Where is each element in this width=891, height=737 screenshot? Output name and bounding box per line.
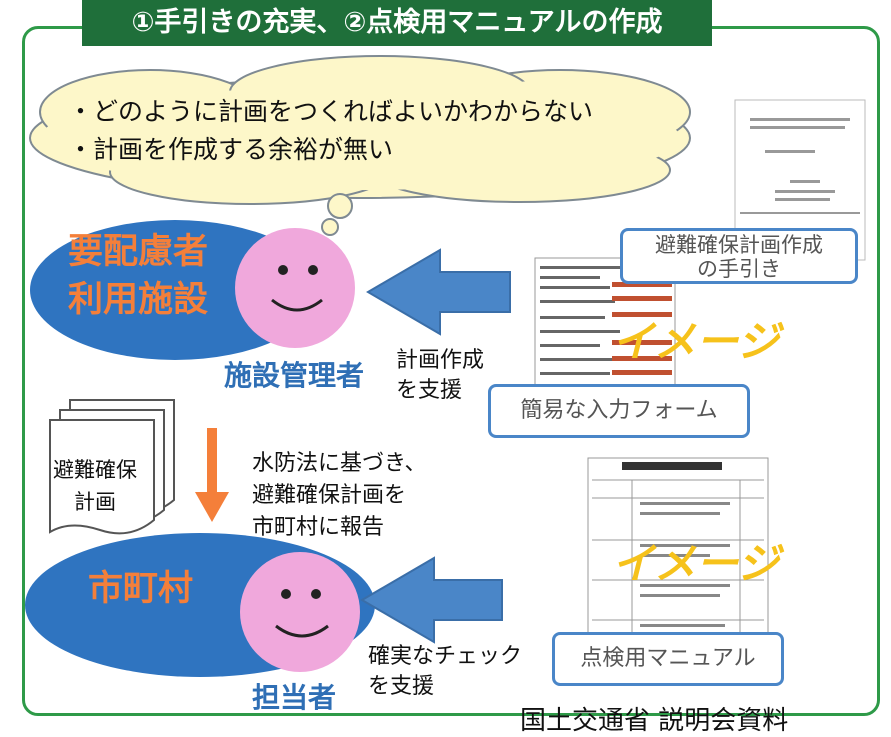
check-support-text: 確実なチェック を支援: [368, 642, 522, 702]
plan-support-line-2: を支援: [396, 378, 463, 403]
form-label-box: 簡易な入力フォーム: [488, 384, 750, 438]
plan-support-text: 計画作成 を支援: [396, 346, 484, 406]
manual-thumbnail: [587, 457, 769, 659]
support-arrow-bottom: [360, 556, 503, 644]
city-officer-label: 担当者: [252, 681, 337, 714]
form-thumbnail: [534, 257, 676, 389]
diagram-graphics: [25, 55, 866, 677]
support-arrow-top: [366, 248, 511, 336]
cloud-line-2: ・計画を作成する余裕が無い: [68, 135, 394, 164]
facility-label-line-2: 利用施設: [68, 280, 209, 320]
facility-label: 要配慮者 利用施設: [68, 228, 208, 324]
plan-support-line-1: 計画作成: [396, 348, 485, 373]
report-text: 水防法に基づき、 避難確保計画を 市町村に報告: [252, 448, 426, 544]
facility-label-line-1: 要配慮者: [68, 232, 209, 272]
image-watermark-top: イメージ: [612, 317, 780, 366]
manager-face: [235, 228, 355, 348]
check-support-line-1: 確実なチェック: [368, 644, 523, 669]
plan-document-line-2: 計画: [74, 490, 116, 514]
source-caption: 国土交通省 説明会資料: [520, 706, 789, 736]
report-line-3: 市町村に報告: [252, 515, 385, 540]
city-label: 市町村: [88, 569, 194, 609]
check-support-line-2: を支援: [368, 674, 435, 699]
guide-label-line-2: の手引き: [697, 257, 781, 281]
plan-document-label: 避難確保 計画: [40, 454, 150, 518]
officer-face: [240, 552, 360, 672]
guide-label-line-1: 避難確保計画作成: [655, 233, 823, 257]
plan-document-stack: [49, 399, 175, 535]
plan-document-line-1: 避難確保: [53, 458, 137, 482]
image-watermark-bottom: イメージ: [612, 539, 780, 588]
report-arrow: [195, 428, 229, 522]
facility-manager-label: 施設管理者: [224, 359, 365, 392]
report-line-1: 水防法に基づき、: [252, 451, 427, 476]
guide-label-box: 避難確保計画作成 の手引き: [620, 228, 858, 284]
manual-label-box: 点検用マニュアル: [552, 632, 784, 686]
title-banner: ①手引きの充実、②点検用マニュアルの作成: [82, 0, 712, 46]
report-line-2: 避難確保計画を: [252, 483, 407, 508]
cloud-line-1: ・どのように計画をつくればよいかわからない: [68, 97, 594, 126]
